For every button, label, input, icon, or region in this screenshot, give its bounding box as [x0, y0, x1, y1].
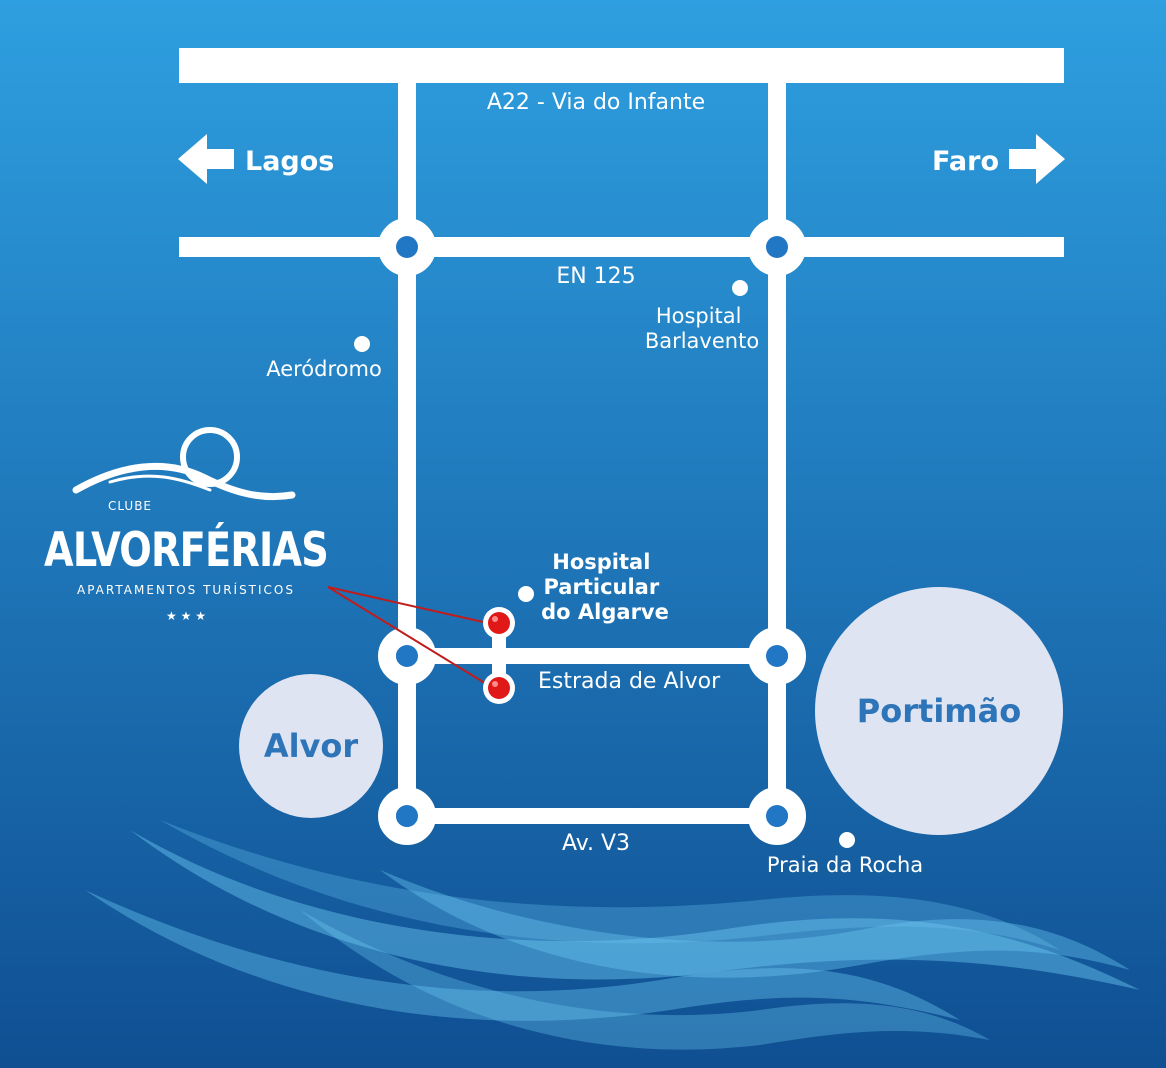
poi-dot-praia-rocha [839, 832, 855, 848]
pointer-line-lower [327, 586, 489, 686]
label-lagos: Lagos [245, 146, 334, 177]
arrow-left-icon [178, 134, 234, 184]
logo-subtitle: APARTAMENTOS TURÍSTICOS [77, 582, 295, 597]
poi-dot-hospital-barlavento [732, 280, 748, 296]
label-hospital-barlavento-line2: Barlavento [645, 329, 759, 353]
town-circle-portimao [815, 587, 1063, 835]
road-estrada-alvor [407, 648, 777, 664]
town-circle-alvor [239, 674, 383, 818]
road-a22 [179, 48, 1064, 83]
label-hospital-algarve-line1: Hospital [552, 550, 650, 574]
label-estrada-alvor: Estrada de Alvor [538, 669, 721, 694]
marker-lower[interactable] [483, 672, 515, 704]
marker-upper[interactable] [483, 607, 515, 639]
poi-dot-hospital-algarve [518, 586, 534, 602]
label-hospital-barlavento-line1: Hospital [656, 304, 742, 328]
wave-1 [130, 830, 1140, 990]
road-av-v3 [407, 808, 777, 824]
roundabout-nw [378, 218, 436, 276]
road-vertical-east [768, 83, 786, 818]
wave-2 [85, 890, 960, 1021]
label-portimao: Portimão [857, 692, 1021, 730]
pointer-lines [327, 586, 489, 686]
label-alvor: Alvor [264, 727, 359, 765]
poi-dot-aerodromo [354, 336, 370, 352]
wave-4 [300, 910, 990, 1050]
logo-clube: CLUBE [108, 499, 152, 513]
logo-alvorferias: CLUBE ALVORFÉRIAS APARTAMENTOS TURÍSTICO… [44, 427, 329, 623]
sea-waves-decoration [85, 820, 1140, 1050]
wave-5 [160, 820, 1060, 950]
logo-stars: ★ ★ ★ [166, 609, 206, 623]
road-vertical-west [398, 83, 416, 818]
label-praia-rocha: Praia da Rocha [767, 853, 923, 877]
label-hospital-algarve-line2: Particular [543, 575, 659, 599]
label-av-v3: Av. V3 [562, 831, 630, 856]
label-en125: EN 125 [556, 264, 635, 289]
roundabouts [378, 218, 806, 845]
logo-emblem-icon [72, 427, 296, 501]
logo-name: ALVORFÉRIAS [44, 523, 328, 578]
label-faro: Faro [932, 146, 999, 177]
roundabout-ne [748, 218, 806, 276]
road-en125 [179, 237, 1064, 257]
label-aerodromo: Aeródromo [266, 357, 382, 381]
label-hospital-algarve: Hospital Particular do Algarve [541, 550, 669, 624]
roundabout-sw [378, 787, 436, 845]
label-hospital-barlavento: Hospital Barlavento [645, 304, 759, 353]
roundabout-se [748, 787, 806, 845]
label-a22: A22 - Via do Infante [487, 90, 705, 115]
roundabout-mid-east [748, 627, 806, 685]
pointer-line-upper [327, 586, 484, 623]
arrow-right-icon [1009, 134, 1065, 184]
wave-3 [380, 870, 1130, 978]
label-hospital-algarve-line3: do Algarve [541, 600, 669, 624]
